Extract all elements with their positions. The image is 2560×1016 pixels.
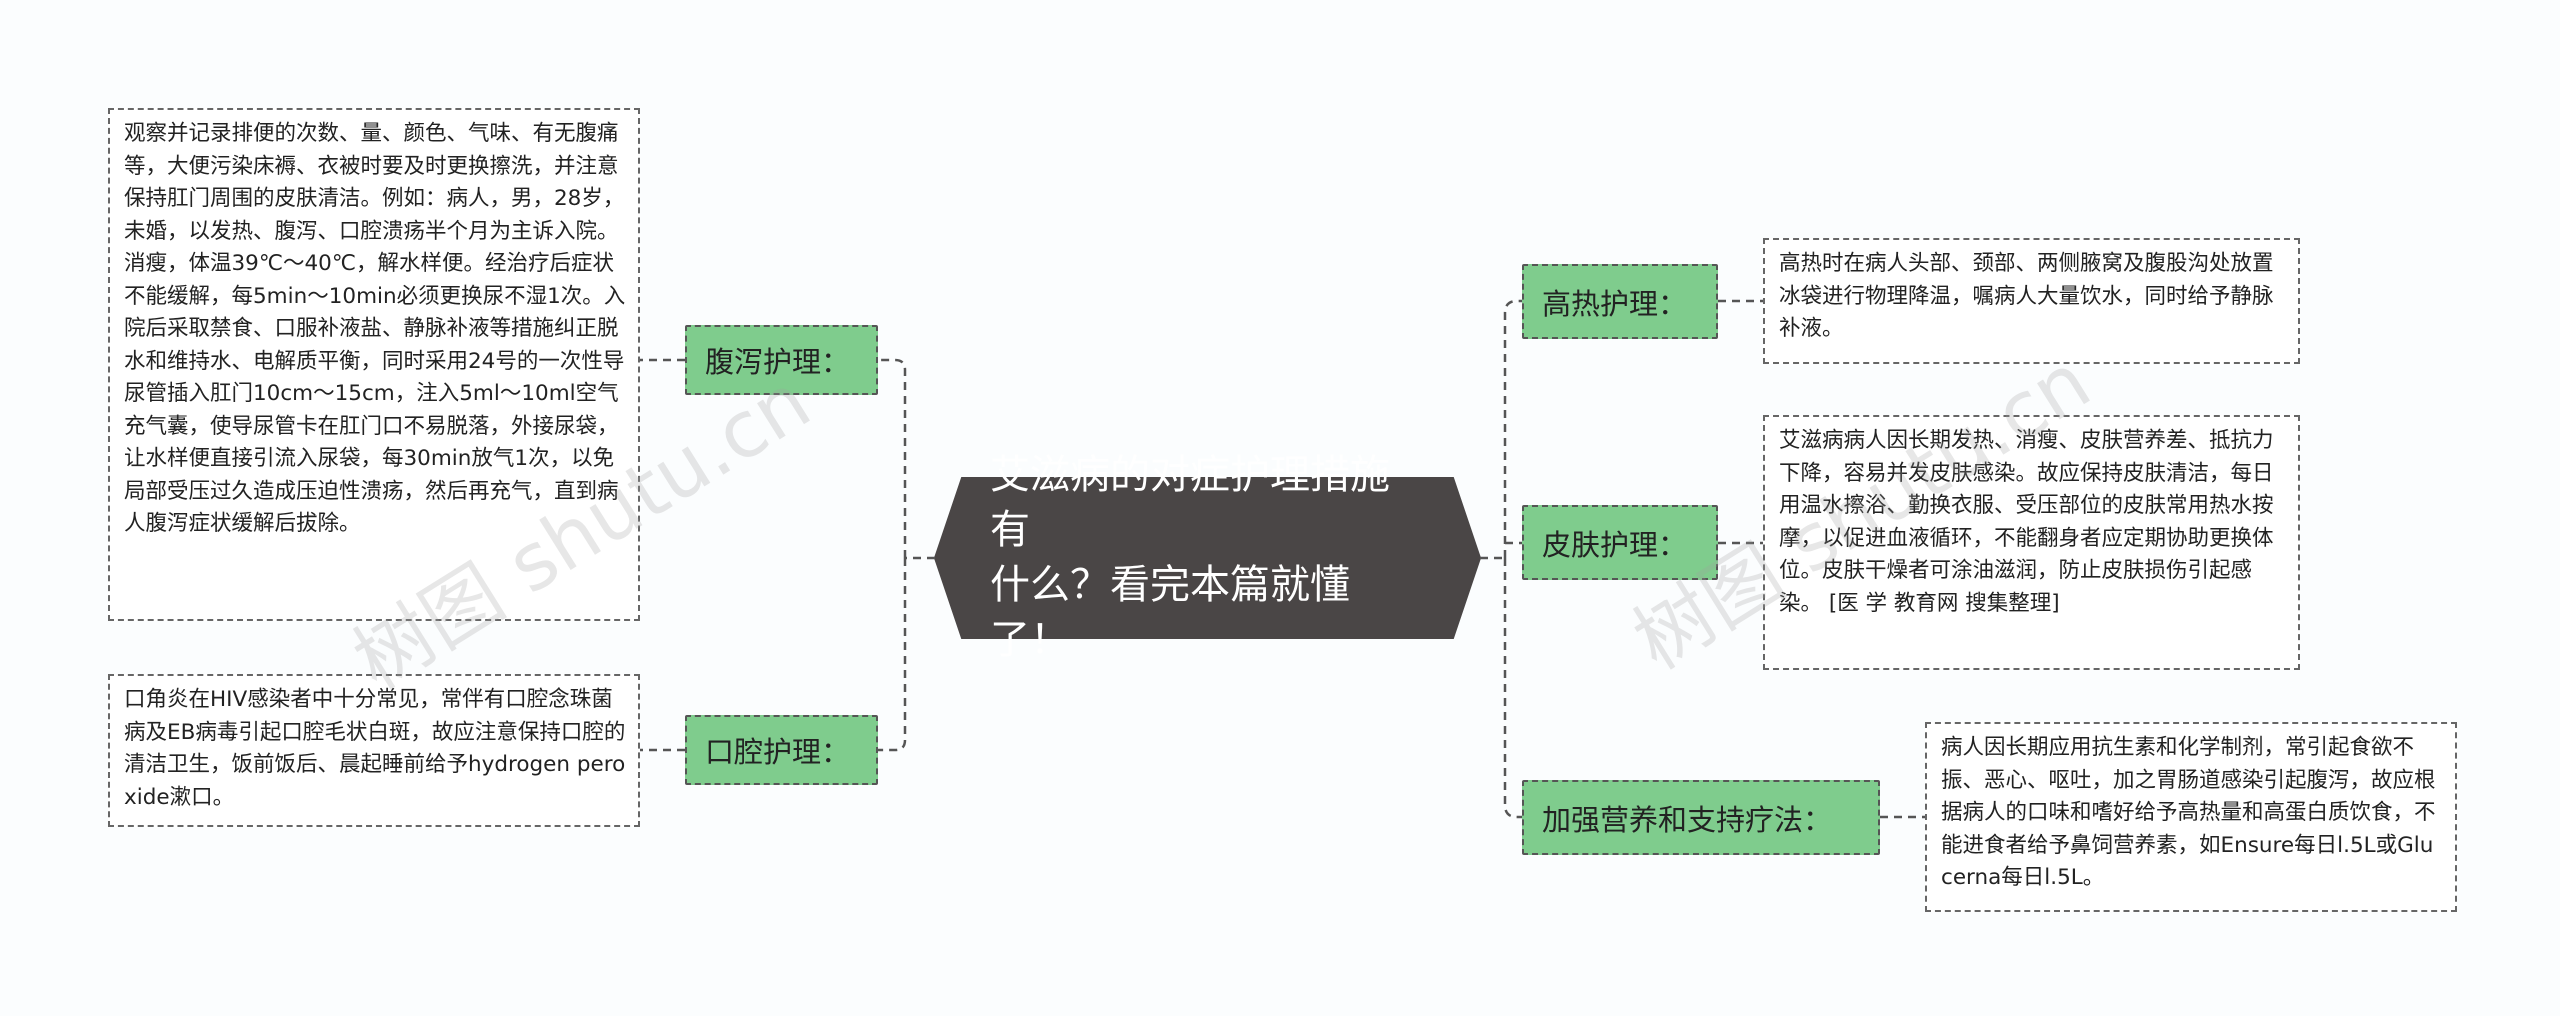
leaf-oral-care[interactable]: 口角炎在HIV感染者中十分常见，常伴有口腔念珠菌病及EB病毒引起口腔毛状白斑，故… xyxy=(108,674,640,827)
leaf-skin-text: 艾滋病病人因长期发热、消瘦、皮肤营养差、抵抗力下降，容易并发皮肤感染。故应保持皮… xyxy=(1779,428,2274,616)
branch-skin-label: 皮肤护理： xyxy=(1542,527,1688,562)
branch-diarrhea-label: 腹泻护理： xyxy=(705,345,851,379)
connector-right-trunk xyxy=(1503,299,1522,819)
branch-nutrition-label: 加强营养和支持疗法： xyxy=(1542,802,1833,837)
central-topic[interactable]: 艾滋病的对症护理措施有 什么？看完本篇就懂了！ xyxy=(935,452,1480,663)
leaf-diarrhea-care[interactable]: 观察并记录排便的次数、量、颜色、气味、有无腹痛等，大便污染床褥、衣被时要及时更换… xyxy=(108,108,640,621)
leaf-diarrhea-text: 观察并记录排便的次数、量、颜色、气味、有无腹痛等，大便污染床褥、衣被时要及时更换… xyxy=(124,121,626,536)
central-topic-line-2: 什么？看完本篇就懂了！ xyxy=(990,562,1350,663)
branch-fever-care[interactable]: 高热护理： xyxy=(1522,264,1718,339)
leaf-nutrition-text: 病人因长期应用抗生素和化学制剂，常引起食欲不振、恶心、呕吐，加之胃肠道感染引起腹… xyxy=(1941,735,2436,890)
leaf-nutrition-support[interactable]: 病人因长期应用抗生素和化学制剂，常引起食欲不振、恶心、呕吐，加之胃肠道感染引起腹… xyxy=(1925,722,2457,912)
leaf-oral-text: 口角炎在HIV感染者中十分常见，常伴有口腔念珠菌病及EB病毒引起口腔毛状白斑，故… xyxy=(124,687,626,810)
branch-diarrhea-care[interactable]: 腹泻护理： xyxy=(685,325,878,395)
leaf-fever-text: 高热时在病人头部、颈部、两侧腋窝及腹股沟处放置冰袋进行物理降温，嘱病人大量饮水，… xyxy=(1779,251,2274,341)
branch-fever-label: 高热护理： xyxy=(1542,286,1688,321)
branch-oral-care[interactable]: 口腔护理： xyxy=(685,715,878,785)
connector-left-trunk xyxy=(878,358,907,752)
central-topic-line-1: 艾滋病的对症护理措施有 xyxy=(990,452,1390,553)
leaf-fever-care[interactable]: 高热时在病人头部、颈部、两侧腋窝及腹股沟处放置冰袋进行物理降温，嘱病人大量饮水，… xyxy=(1763,238,2300,364)
branch-skin-care[interactable]: 皮肤护理： xyxy=(1522,505,1718,580)
branch-nutrition-support[interactable]: 加强营养和支持疗法： xyxy=(1522,780,1880,855)
leaf-skin-care[interactable]: 艾滋病病人因长期发热、消瘦、皮肤营养差、抵抗力下降，容易并发皮肤感染。故应保持皮… xyxy=(1763,415,2300,670)
branch-oral-label: 口腔护理： xyxy=(705,735,851,769)
